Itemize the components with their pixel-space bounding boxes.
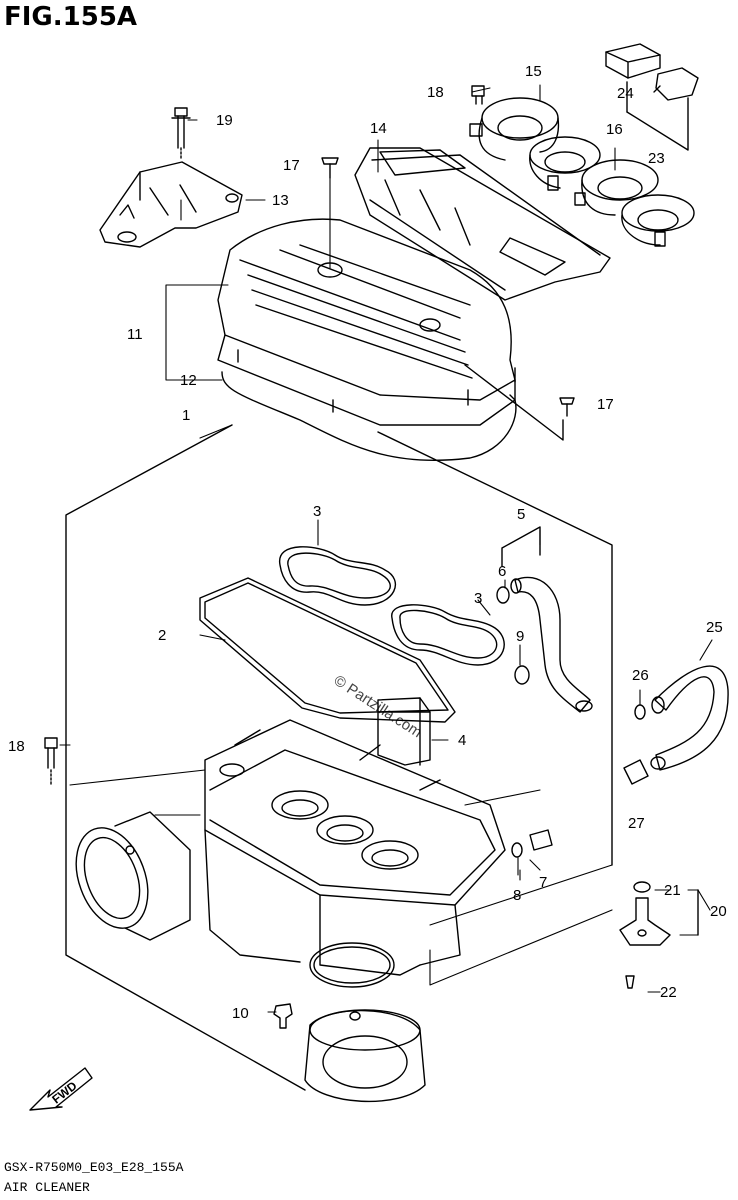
callout-12: 12	[180, 372, 197, 389]
callout-10: 10	[232, 1005, 249, 1022]
callout-19: 19	[216, 112, 233, 129]
callout-21: 21	[664, 882, 681, 899]
clip-6	[496, 586, 510, 604]
air-cleaner-housing	[204, 719, 506, 976]
section-name: AIR CLEANER	[4, 1180, 90, 1195]
callout-2: 2	[158, 627, 166, 644]
callout-9: 9	[516, 628, 524, 645]
callout-7: 7	[539, 874, 547, 891]
gasket-3a	[279, 546, 397, 606]
callout-22: 22	[660, 984, 677, 1001]
callout-16: 16	[606, 121, 623, 138]
callout-26: 26	[632, 667, 649, 684]
intake-duct	[75, 811, 191, 941]
lower-duct	[304, 1009, 426, 1103]
cleaner-cover	[217, 218, 516, 426]
clip-8	[511, 842, 523, 858]
callout-6: 6	[498, 563, 506, 580]
callout-17b: 17	[597, 396, 614, 413]
hose-25	[650, 665, 729, 771]
bolt-18-left	[44, 737, 58, 769]
funnel-pair-front	[469, 97, 601, 191]
bolt-18-top	[471, 85, 485, 105]
housing-bracket-line	[65, 424, 306, 1091]
gasket-3b	[391, 604, 505, 666]
callout-8: 8	[513, 887, 521, 904]
funnel-pair-rear	[574, 159, 695, 247]
clip-27	[623, 759, 649, 785]
callout-20: 20	[710, 903, 727, 920]
bracket-part	[99, 161, 243, 248]
housing-bracket-line-right	[377, 431, 613, 866]
callout-1: 1	[182, 407, 190, 424]
clip-26	[634, 704, 646, 720]
hose-5	[510, 576, 593, 713]
callout-15: 15	[525, 63, 542, 80]
callouts: 1 2 3 3 4 5 6 7 8 9 10 11 12 13 14 15 16…	[8, 63, 727, 1106]
callout-5: 5	[517, 506, 525, 523]
cap-7	[529, 829, 553, 851]
callout-3b: 3	[474, 590, 482, 607]
rubber-ring	[309, 942, 395, 988]
sensor-23	[653, 67, 699, 101]
filter-block	[377, 697, 431, 766]
callout-18a: 18	[427, 84, 444, 101]
callout-27: 27	[628, 815, 645, 832]
callout-24: 24	[617, 85, 634, 102]
callout-14: 14	[370, 120, 387, 137]
clip-9	[514, 665, 530, 685]
callout-18b: 18	[8, 738, 25, 755]
callout-25: 25	[706, 619, 723, 636]
model-code: GSX-R750M0_E03_E28_155A	[4, 1160, 184, 1175]
leader-lines	[59, 84, 713, 1013]
fwd-label: FWD	[49, 1078, 79, 1106]
callout-4: 4	[458, 732, 466, 749]
bolt-19	[171, 107, 191, 149]
top-plate	[354, 147, 611, 301]
connector-24	[605, 43, 661, 79]
callout-23: 23	[648, 150, 665, 167]
screw-17-top	[321, 157, 339, 179]
cover-seal	[221, 371, 517, 462]
callout-17a: 17	[283, 157, 300, 174]
fwd-arrow	[29, 1067, 93, 1111]
grommet-10	[273, 1003, 293, 1029]
callout-3a: 3	[313, 503, 321, 520]
callout-11: 11	[127, 326, 143, 343]
screw-17-right	[559, 397, 575, 417]
callout-13: 13	[272, 192, 289, 209]
large-gasket	[199, 577, 456, 723]
figure-title: FIG.155A	[4, 2, 138, 32]
drain-plug	[619, 881, 671, 989]
